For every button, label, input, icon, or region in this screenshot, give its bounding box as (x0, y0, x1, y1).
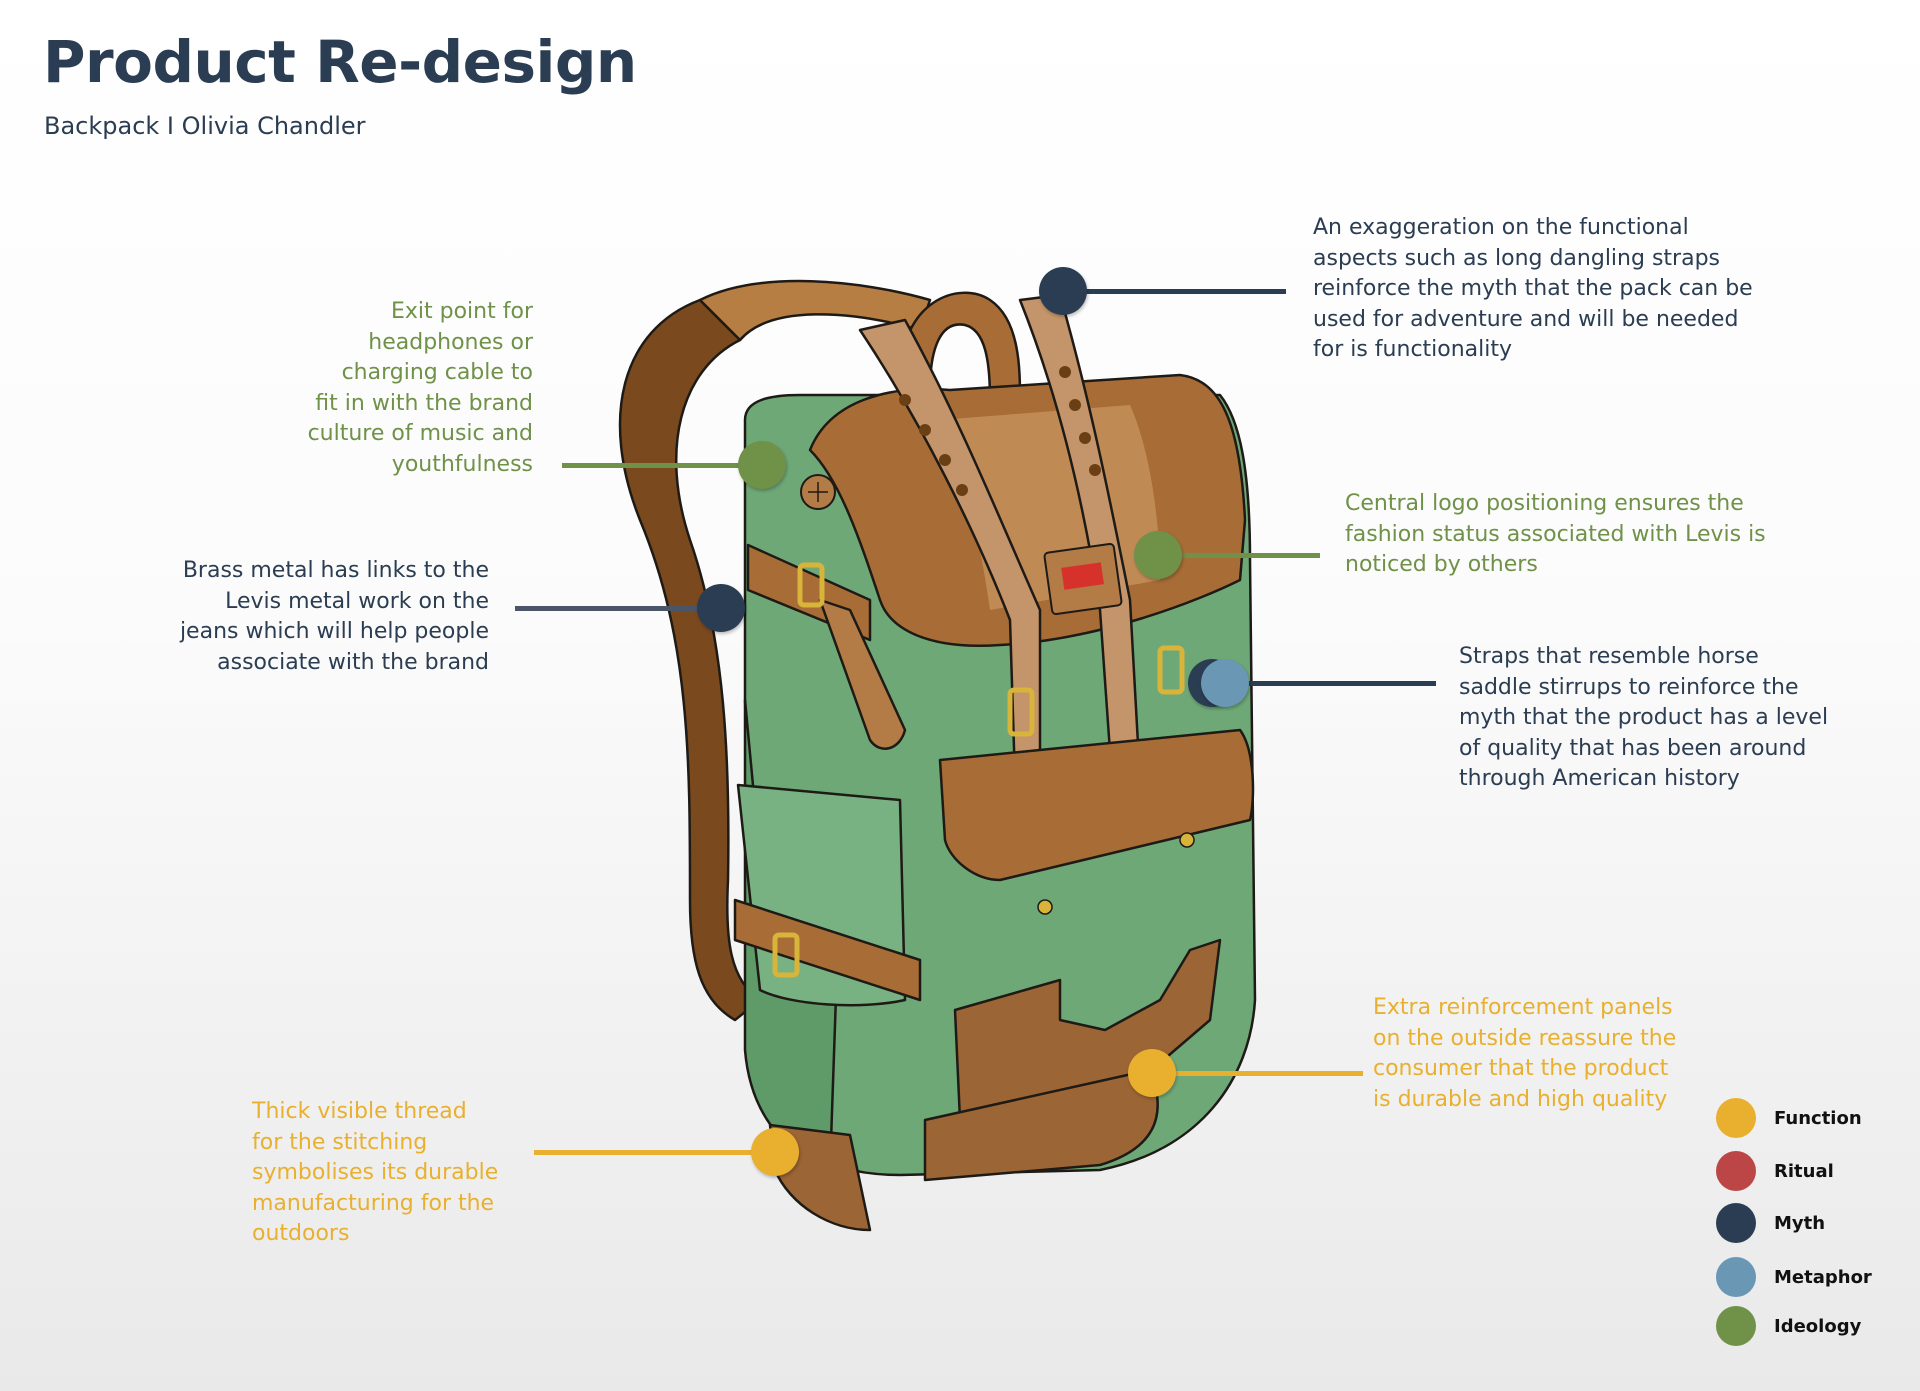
connector-line-brass-metal (515, 606, 721, 611)
callout-dot-reinforcement[interactable] (1128, 1049, 1176, 1097)
annotation-headphone-exit: Exit point for headphones or charging ca… (307, 299, 533, 477)
legend-label: Metaphor (1774, 1266, 1872, 1288)
page-subtitle: Backpack I Olivia Chandler (44, 112, 366, 140)
connector-line-headphone-exit (562, 463, 762, 468)
legend-dot-ritual (1716, 1151, 1756, 1191)
legend-item-ideology: Ideology (1716, 1304, 1861, 1348)
legend-item-myth: Myth (1716, 1201, 1825, 1245)
legend-dot-ideology (1716, 1306, 1756, 1346)
connector-line-long-straps (1063, 289, 1286, 294)
front-pocket (938, 728, 1255, 882)
legend-item-ritual: Ritual (1716, 1149, 1834, 1193)
annotation-long-straps: An exaggeration on the functional aspect… (1313, 215, 1753, 362)
legend-label: Function (1774, 1107, 1862, 1129)
annotation-central-logo: Central logo positioning ensures the fas… (1345, 491, 1766, 577)
lower-side-strap (733, 898, 922, 1002)
callout-dot-saddle-straps[interactable] (1201, 659, 1249, 707)
brass-buckles (772, 562, 1185, 978)
connector-line-thick-thread (534, 1150, 775, 1155)
annotation-saddle-straps: Straps that resemble horse saddle stirru… (1459, 644, 1829, 791)
callout-dot-thick-thread[interactable] (751, 1128, 799, 1176)
legend-dot-metaphor (1716, 1257, 1756, 1297)
page-title: Product Re-design (43, 28, 637, 96)
callout-dot-central-logo[interactable] (1134, 531, 1182, 579)
connector-line-central-logo (1158, 553, 1320, 558)
connector-line-saddle-straps (1225, 681, 1436, 686)
side-tongue (818, 598, 907, 750)
legend-label: Ritual (1774, 1160, 1834, 1182)
legend-dot-function (1716, 1098, 1756, 1138)
legend-label: Ideology (1774, 1315, 1862, 1337)
legend-dot-myth (1716, 1203, 1756, 1243)
legend-label: Myth (1774, 1212, 1826, 1234)
annotation-thick-thread: Thick visible thread for the stitching s… (252, 1099, 499, 1246)
strap-holes (899, 366, 1101, 496)
callout-dot-brass-metal[interactable] (697, 584, 745, 632)
callout-dot-headphone-exit[interactable] (738, 441, 786, 489)
pocket-studs (1037, 832, 1195, 915)
legend-item-function: Function (1716, 1096, 1862, 1140)
shoulder-strap (618, 298, 762, 1022)
annotation-reinforcement-panels: Extra reinforcement panels on the outsid… (1373, 995, 1677, 1112)
headphone-port-icon (800, 474, 836, 510)
logo-patch (1043, 542, 1123, 616)
callout-dot-long-straps[interactable] (1039, 267, 1087, 315)
annotation-brass-metal: Brass metal has links to the Levis metal… (179, 558, 489, 675)
connector-line-reinforcement (1152, 1071, 1363, 1076)
legend-item-metaphor: Metaphor (1716, 1255, 1872, 1299)
